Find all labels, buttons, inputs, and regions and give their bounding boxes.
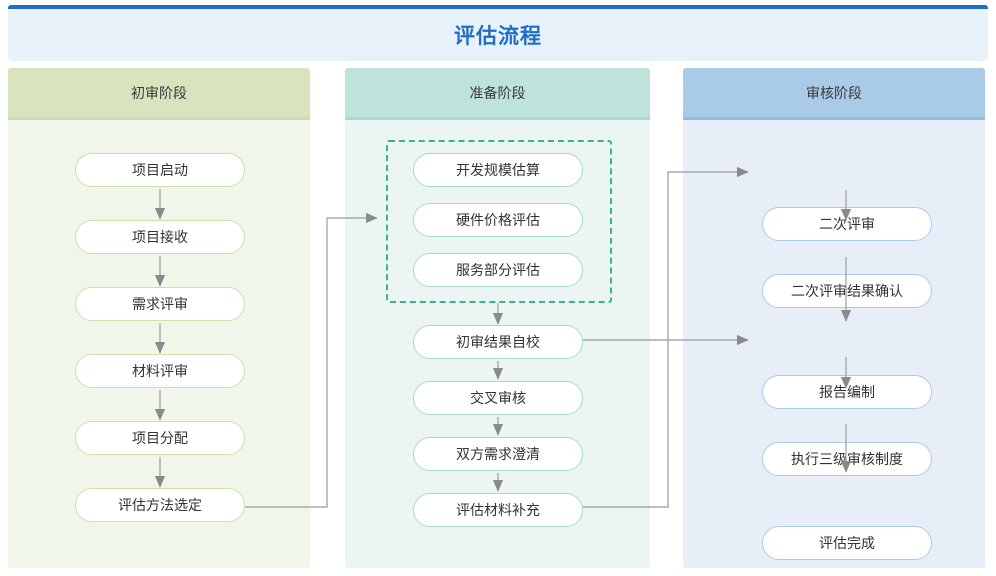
node-assessment-complete[interactable]: 评估完成 <box>762 526 932 560</box>
lane-review-body: 二次评审 二次评审结果确认 报告编制 执行三级审核制度 评估完成 <box>683 120 985 568</box>
node-second-review-confirm[interactable]: 二次评审结果确认 <box>762 274 932 308</box>
diagram-header: 评估流程 <box>8 5 988 61</box>
node-report-compile[interactable]: 报告编制 <box>762 375 932 409</box>
node-method-selection[interactable]: 评估方法选定 <box>75 488 245 522</box>
lane-review: 审核阶段 二次评审 二次评审结果确认 报告编制 执行三级审核制度 评估完成 <box>683 68 985 568</box>
lane-preparation-title: 准备阶段 <box>345 68 650 120</box>
node-service-part[interactable]: 服务部分评估 <box>413 253 583 287</box>
node-project-allocation[interactable]: 项目分配 <box>75 421 245 455</box>
lane-preliminary-title: 初审阶段 <box>8 68 310 120</box>
node-three-level-review[interactable]: 执行三级审核制度 <box>762 442 932 476</box>
node-material-supplement[interactable]: 评估材料补充 <box>413 493 583 527</box>
node-requirement-review[interactable]: 需求评审 <box>75 287 245 321</box>
lane-preliminary-body: 项目启动 项目接收 需求评审 材料评审 项目分配 评估方法选定 <box>8 120 310 568</box>
node-cross-review[interactable]: 交叉审核 <box>413 381 583 415</box>
node-project-start[interactable]: 项目启动 <box>75 153 245 187</box>
lane-review-title: 审核阶段 <box>683 68 985 120</box>
node-self-check[interactable]: 初审结果自校 <box>413 325 583 359</box>
lane-preparation-body: 开发规模估算 硬件价格评估 服务部分评估 初审结果自校 交叉审核 双方需求澄清 … <box>345 120 650 568</box>
node-second-review[interactable]: 二次评审 <box>762 207 932 241</box>
lane-preliminary: 初审阶段 项目启动 项目接收 需求评审 材料评审 项目分配 评估方法选定 <box>8 68 310 568</box>
node-hardware-price[interactable]: 硬件价格评估 <box>413 203 583 237</box>
node-dev-scale-estimation[interactable]: 开发规模估算 <box>413 153 583 187</box>
estimation-group-box <box>386 140 612 303</box>
node-project-receive[interactable]: 项目接收 <box>75 220 245 254</box>
lane-preparation: 准备阶段 开发规模估算 硬件价格评估 服务部分评估 初审结果自校 交叉审核 双方… <box>345 68 650 568</box>
node-requirement-clarify[interactable]: 双方需求澄清 <box>413 437 583 471</box>
node-material-review[interactable]: 材料评审 <box>75 354 245 388</box>
page-title: 评估流程 <box>454 25 542 48</box>
